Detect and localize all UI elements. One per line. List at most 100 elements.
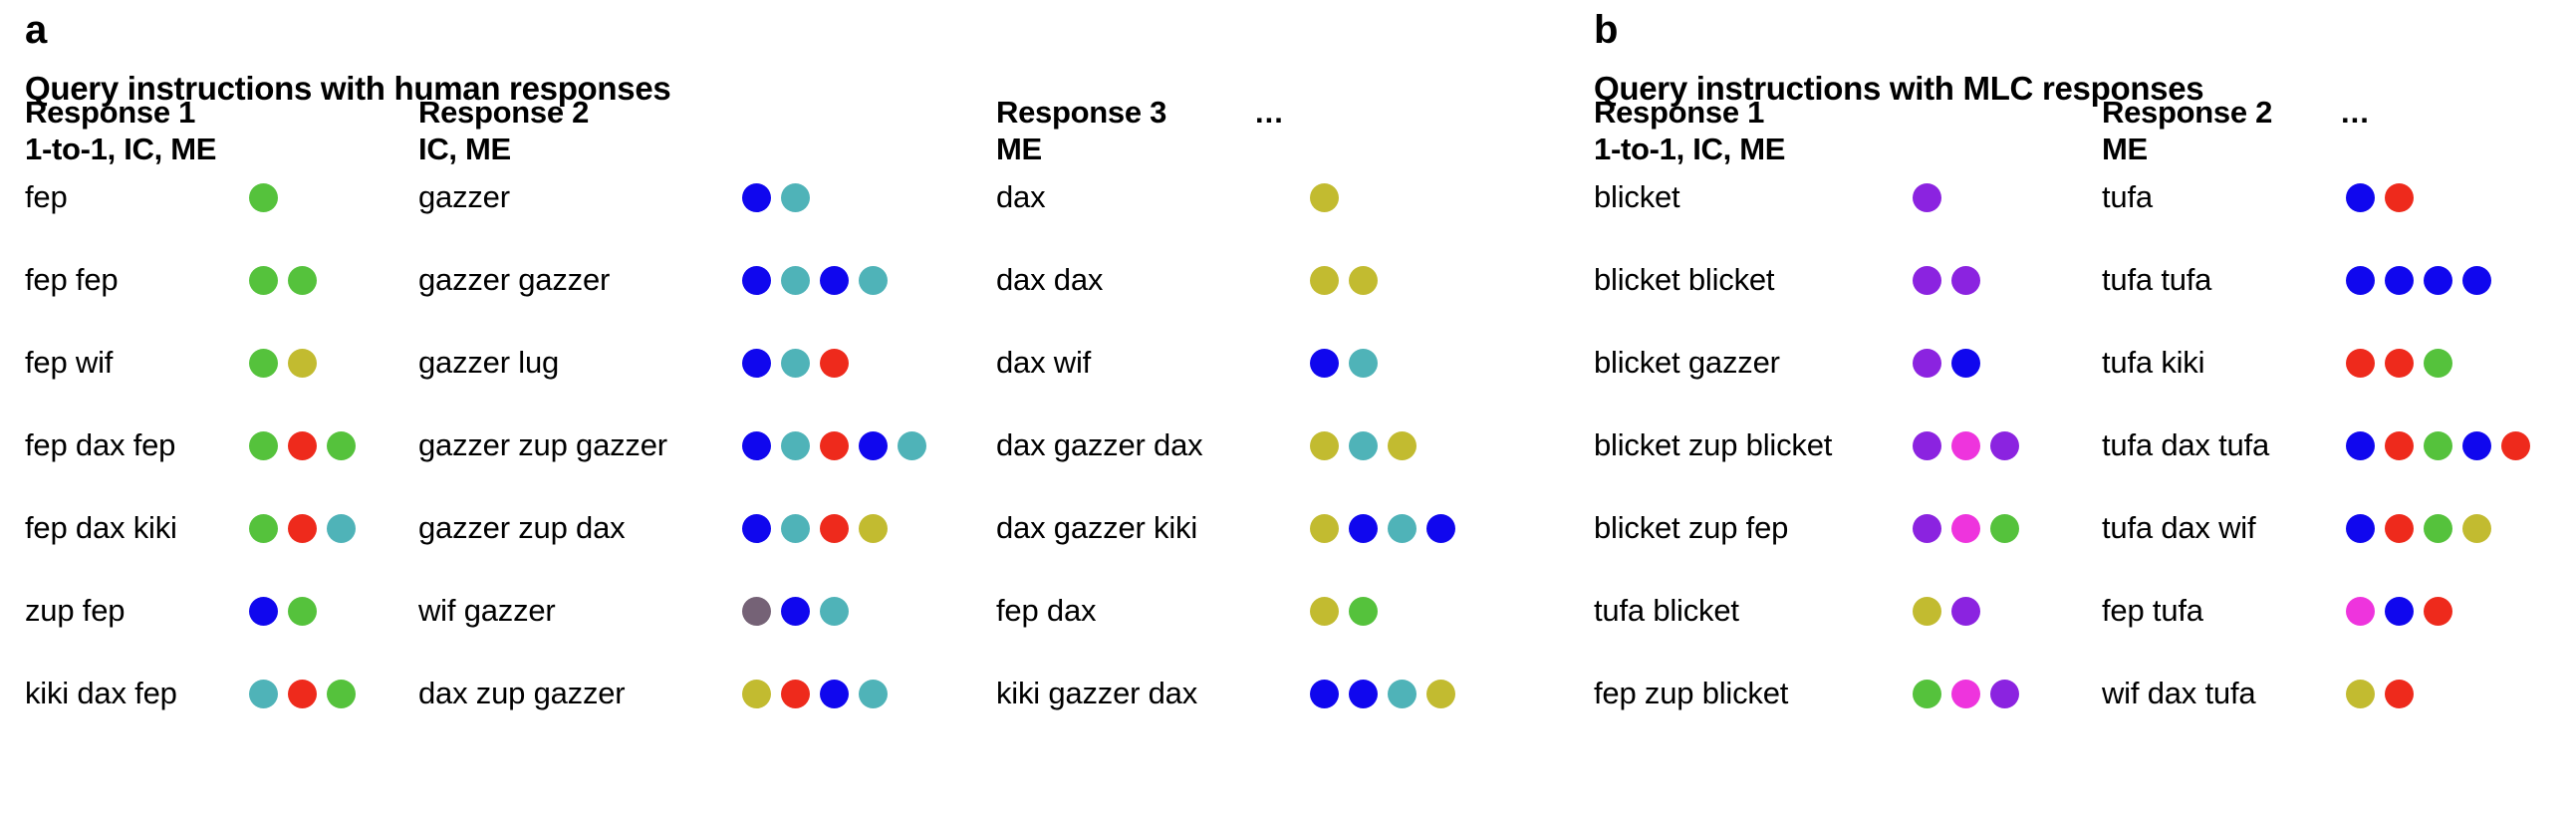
output-dot-red — [2385, 513, 2414, 543]
output-dot-olive — [1388, 430, 1417, 460]
output-dot-sequence — [2346, 172, 2414, 222]
output-dot-green — [2424, 513, 2452, 543]
output-dot-green — [288, 596, 317, 626]
output-dot-purple — [1990, 679, 2019, 708]
output-dot-sequence — [2346, 338, 2452, 388]
output-dot-sequence — [1310, 503, 1455, 553]
output-dot-teal — [781, 265, 810, 295]
output-dot-teal — [327, 513, 356, 543]
output-dot-sequence — [1310, 669, 1455, 718]
instruction-label: gazzer lug — [418, 345, 560, 380]
output-dot-red — [2501, 430, 2530, 460]
output-dot-olive — [1310, 430, 1339, 460]
instruction-label: gazzer — [418, 179, 510, 214]
instruction-label: fep dax — [996, 593, 1097, 628]
output-dot-sequence — [1310, 255, 1378, 305]
output-dot-purple — [1913, 182, 1941, 212]
instruction-label: tufa kiki — [2102, 345, 2205, 380]
more-columns-ellipsis: ... — [2341, 95, 2370, 130]
output-dot-blue — [1951, 348, 1980, 378]
instruction-label: blicket zup blicket — [1594, 427, 1833, 462]
instruction-label: fep fep — [25, 262, 119, 297]
output-dot-green — [2424, 348, 2452, 378]
output-dot-blue — [742, 182, 771, 212]
output-dot-blue — [1349, 513, 1378, 543]
output-dot-red — [2424, 596, 2452, 626]
output-dot-purple — [1951, 265, 1980, 295]
instruction-label: fep dax kiki — [25, 510, 177, 545]
column-header-title: Response 3 — [996, 95, 1167, 130]
output-dot-red — [2346, 348, 2375, 378]
output-dot-sequence — [1913, 586, 1980, 636]
output-dot-green — [249, 513, 278, 543]
output-dot-green — [327, 430, 356, 460]
output-dot-blue — [2424, 265, 2452, 295]
output-dot-blue — [742, 265, 771, 295]
output-dot-olive — [1310, 513, 1339, 543]
output-dot-red — [2385, 348, 2414, 378]
output-dot-teal — [898, 430, 926, 460]
output-dot-green — [249, 348, 278, 378]
output-dot-blue — [781, 596, 810, 626]
panel-title: Query instructions with MLC responses — [1594, 70, 2204, 107]
output-dot-sequence — [249, 420, 356, 470]
output-dot-teal — [781, 182, 810, 212]
output-dot-blue — [1310, 348, 1339, 378]
output-dot-olive — [742, 679, 771, 708]
output-dot-blue — [1310, 679, 1339, 708]
output-dot-teal — [781, 430, 810, 460]
output-dot-blue — [2346, 265, 2375, 295]
instruction-label: wif dax tufa — [2102, 676, 2256, 710]
column-header-title: Response 1 — [1594, 95, 1765, 130]
output-dot-sequence — [1913, 420, 2019, 470]
output-dot-red — [288, 679, 317, 708]
output-dot-sequence — [2346, 420, 2530, 470]
output-dot-blue — [249, 596, 278, 626]
output-dot-red — [781, 679, 810, 708]
output-dot-teal — [1388, 513, 1417, 543]
instruction-label: fep tufa — [2102, 593, 2203, 628]
output-dot-red — [288, 513, 317, 543]
output-dot-teal — [859, 265, 888, 295]
output-dot-sequence — [2346, 255, 2491, 305]
instruction-label: tufa dax tufa — [2102, 427, 2270, 462]
output-dot-blue — [742, 513, 771, 543]
output-dot-sequence — [1310, 172, 1339, 222]
output-dot-magenta — [1951, 679, 1980, 708]
output-dot-olive — [2346, 679, 2375, 708]
column-header-title: Response 2 — [418, 95, 590, 130]
output-dot-purple — [1913, 265, 1941, 295]
output-dot-sequence — [249, 503, 356, 553]
instruction-label: blicket zup fep — [1594, 510, 1789, 545]
output-dot-blue — [1349, 679, 1378, 708]
output-dot-sequence — [249, 338, 317, 388]
output-dot-teal — [781, 348, 810, 378]
column-header-subtitle: ME — [2102, 131, 2148, 166]
output-dot-green — [249, 182, 278, 212]
output-dot-green — [1990, 513, 2019, 543]
instruction-label: dax gazzer kiki — [996, 510, 1198, 545]
output-dot-sequence — [1913, 338, 1980, 388]
output-dot-sequence — [249, 172, 278, 222]
output-dot-sequence — [742, 420, 926, 470]
instruction-label: fep wif — [25, 345, 114, 380]
output-dot-teal — [859, 679, 888, 708]
instruction-label: fep dax fep — [25, 427, 176, 462]
output-dot-green — [249, 430, 278, 460]
output-dot-sequence — [1913, 172, 1941, 222]
output-dot-sequence — [1913, 503, 2019, 553]
output-dot-red — [288, 430, 317, 460]
output-dot-sequence — [2346, 503, 2491, 553]
output-dot-blue — [820, 679, 849, 708]
output-dot-red — [820, 348, 849, 378]
instruction-label: dax — [996, 179, 1046, 214]
output-dot-red — [2385, 182, 2414, 212]
output-dot-blue — [2346, 513, 2375, 543]
